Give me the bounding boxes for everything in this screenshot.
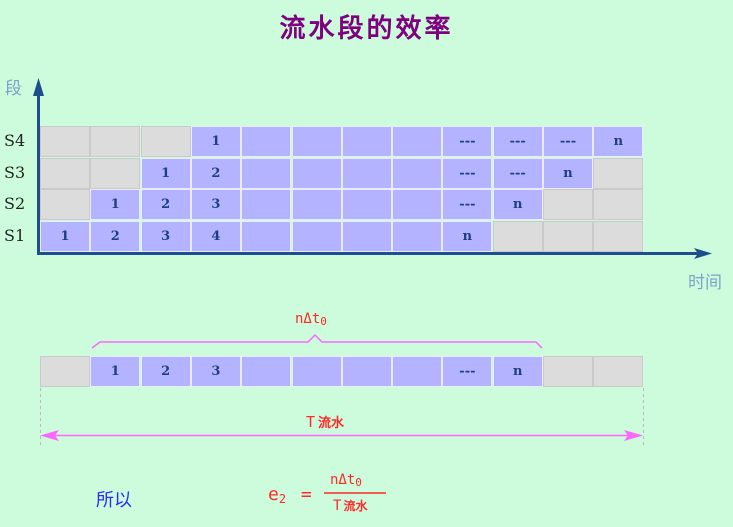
busy-span-bracket [91, 333, 543, 349]
busy-cell: 1 [140, 157, 191, 189]
efficiency-lhs: e2 = [268, 484, 312, 506]
efficiency-symbol: e [268, 484, 279, 505]
idle-cell [543, 189, 593, 220]
busy-cell [241, 157, 292, 189]
busy-cell: --- [492, 126, 543, 157]
busy-span-label: nΔt0 [295, 311, 327, 328]
busy-cell: --- [492, 157, 543, 189]
stage-label-s4: S4 [4, 131, 26, 150]
busy-cell [291, 157, 342, 189]
conclusion-prefix: 所以 [96, 490, 132, 511]
bar-busy-cell: n [492, 356, 543, 387]
busy-cell: 4 [190, 220, 241, 252]
bar-busy-cell: 3 [190, 356, 241, 387]
idle-cell [40, 126, 90, 157]
busy-cell: n [593, 126, 644, 157]
fraction-numerator: nΔt0 [330, 472, 362, 489]
numerator-sub: 0 [355, 476, 362, 489]
busy-cell [392, 126, 443, 157]
bar-idle-cell [40, 356, 90, 387]
busy-cell [392, 189, 443, 220]
busy-cell [392, 220, 443, 252]
busy-cell [341, 220, 392, 252]
left-arrowhead-icon [40, 430, 59, 441]
busy-cell: 2 [90, 220, 141, 252]
idle-cell [593, 220, 644, 252]
idle-cell [543, 220, 593, 252]
busy-cell: n [492, 189, 543, 220]
numerator-main: nΔt [330, 472, 356, 488]
y-axis-label: 段 [5, 79, 22, 99]
y-axis-arrow-icon [33, 78, 44, 96]
busy-cell [291, 220, 342, 252]
equals-sign: = [300, 484, 312, 505]
busy-cell [241, 189, 292, 220]
busy-cell: 1 [40, 220, 90, 252]
busy-cell [241, 220, 292, 252]
busy-cell: 1 [190, 126, 241, 157]
bar-busy-cell: 2 [140, 356, 191, 387]
idle-cell [40, 189, 90, 220]
stage-label-s1: S1 [4, 225, 26, 245]
busy-cell: n [543, 157, 593, 189]
busy-cell: 3 [190, 189, 241, 220]
busy-cell [291, 189, 342, 220]
busy-cell [341, 189, 392, 220]
busy-span-label-sub: 0 [320, 315, 327, 328]
total-span-label-T: T [306, 413, 316, 431]
bar-busy-cell: --- [442, 356, 493, 387]
busy-cell [291, 126, 342, 157]
denominator-main: T [333, 498, 342, 514]
busy-span-label-main: nΔt [295, 311, 321, 327]
bar-busy-cell [341, 356, 392, 387]
idle-cell [492, 220, 543, 252]
bar-idle-cell [543, 356, 593, 387]
busy-cell [392, 157, 443, 189]
total-span-label-sub: 流水 [318, 416, 345, 431]
busy-cell [241, 126, 292, 157]
diagram-title: 流水段的效率 [279, 14, 454, 44]
busy-cell: 3 [140, 220, 191, 252]
bar-idle-cell [593, 356, 644, 387]
denominator-sub: 流水 [343, 499, 368, 513]
idle-cell [40, 157, 90, 189]
busy-cell: --- [442, 157, 493, 189]
busy-cell: --- [442, 189, 493, 220]
idle-cell [90, 126, 141, 157]
busy-cell: --- [442, 126, 493, 157]
efficiency-subscript: 2 [278, 492, 287, 506]
busy-cell: --- [543, 126, 593, 157]
bar-busy-cell [241, 356, 292, 387]
idle-cell [90, 157, 141, 189]
bar-busy-cell: 1 [90, 356, 141, 387]
busy-cell [341, 126, 392, 157]
busy-cell: 2 [190, 157, 241, 189]
idle-cell [140, 126, 191, 157]
right-arrowhead-icon [624, 430, 643, 441]
idle-cell [593, 157, 644, 189]
stage-label-s3: S3 [4, 162, 26, 182]
bar-busy-cell [392, 356, 443, 387]
bar-busy-cell [291, 356, 342, 387]
idle-cell [593, 189, 644, 220]
busy-cell: 1 [90, 189, 141, 220]
busy-cell [341, 157, 392, 189]
x-axis-label: 时间 [688, 273, 722, 293]
busy-cell: 2 [140, 189, 191, 220]
x-axis-arrow-icon [694, 248, 712, 259]
stage-label-s2: S2 [4, 194, 26, 213]
busy-cell: n [442, 220, 493, 252]
